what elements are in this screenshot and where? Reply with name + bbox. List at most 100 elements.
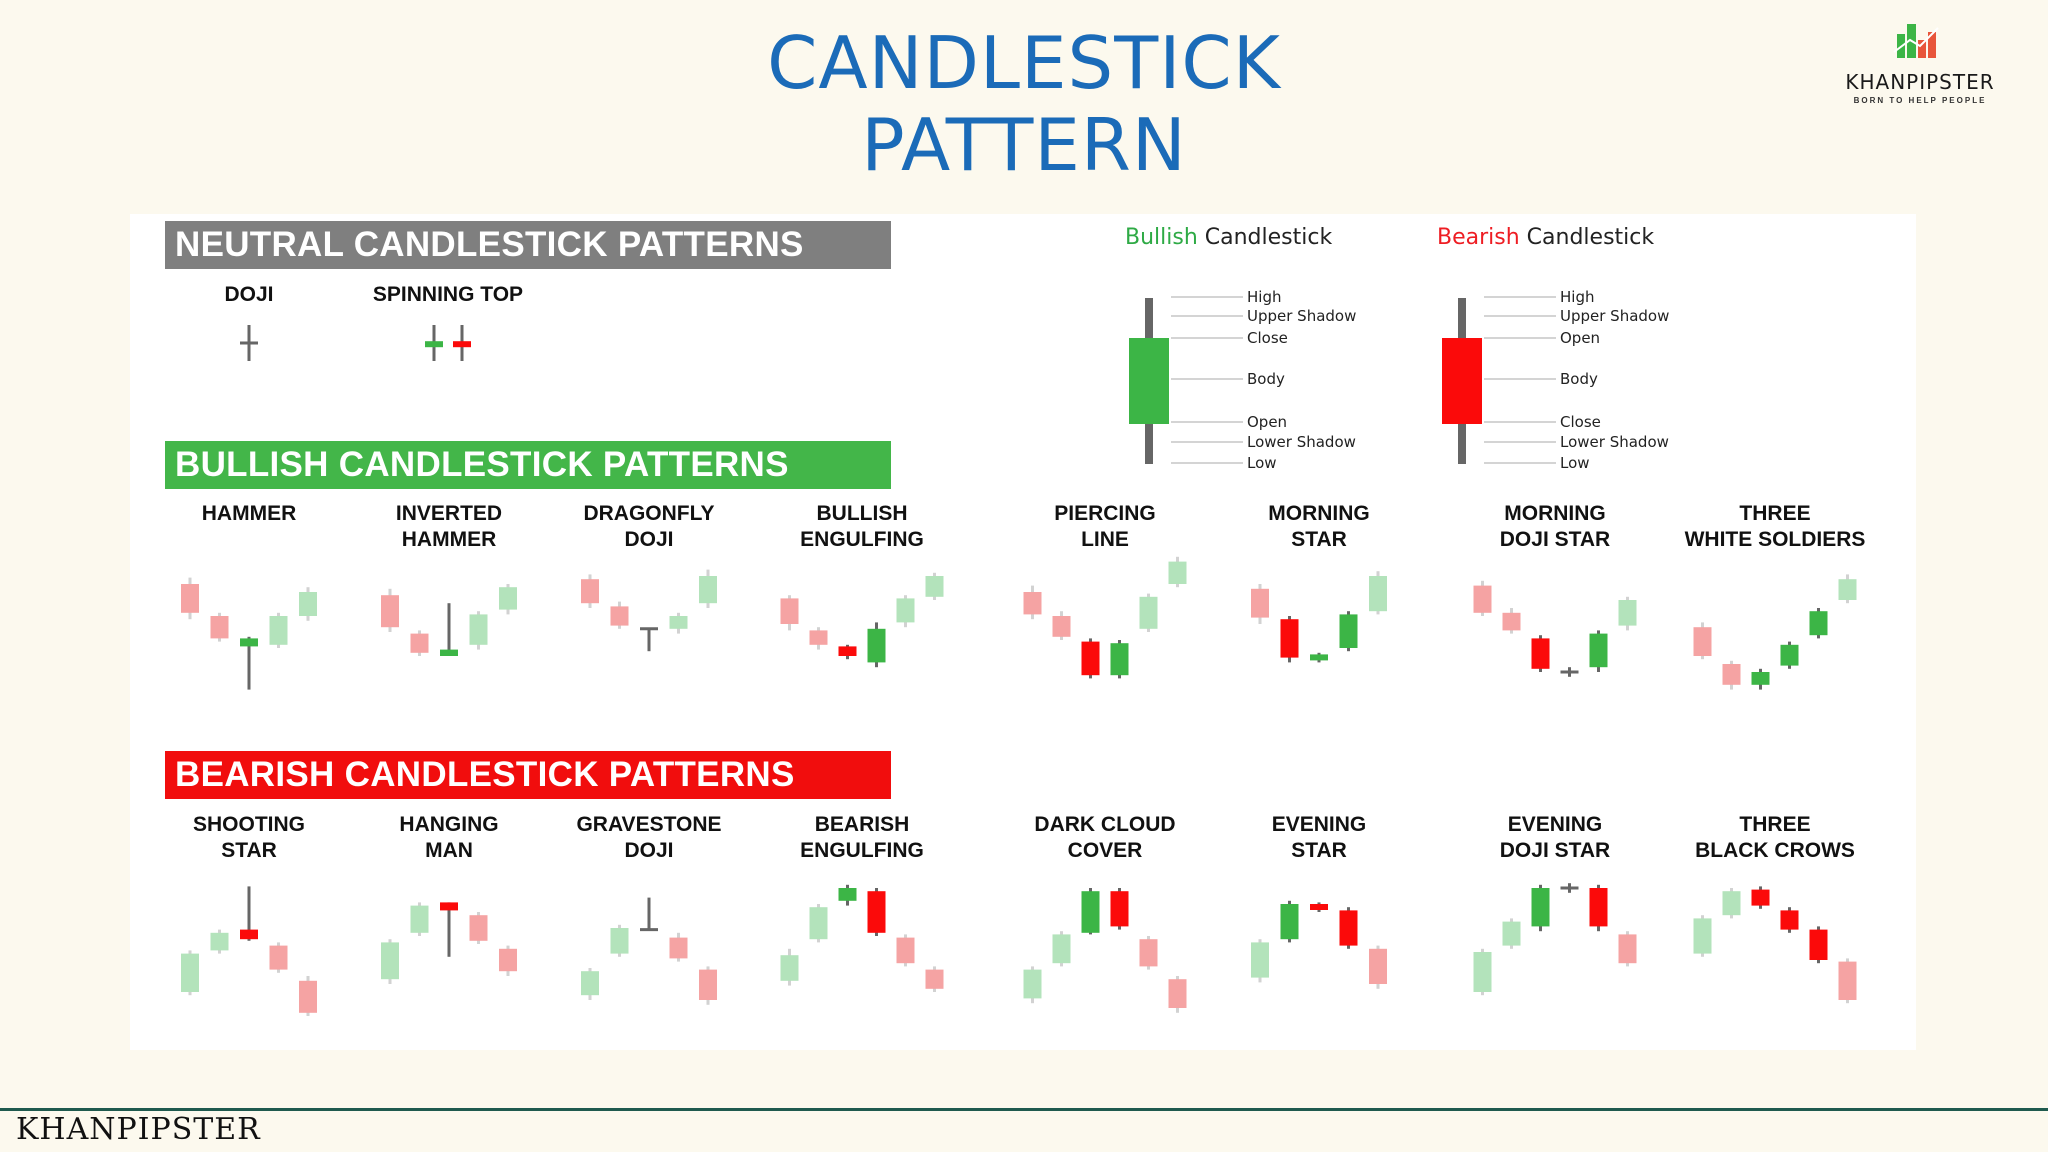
bullish-hammer-candle-3-body <box>240 638 258 647</box>
bearish-anatomy-body <box>1442 338 1482 424</box>
bearish-evening-star-candle-2-body <box>1280 904 1299 940</box>
bullish-dragonfly-doji-candle-4-body <box>669 616 688 629</box>
bearish-anatomy-label-high: High <box>1560 288 1595 306</box>
bearish-section-banner: BEARISH CANDLESTICK PATTERNS <box>165 751 891 799</box>
bullish-three-white-soldiers-candle-5-body <box>1809 611 1828 636</box>
bullish-hammer-candle-5-body <box>299 592 317 616</box>
neutral-section-banner: NEUTRAL CANDLESTICK PATTERNS <box>165 221 891 269</box>
page-title-line1: CANDLESTICK <box>767 21 1281 105</box>
neutral-spinning-top-label: SPINNING TOP <box>372 283 524 306</box>
bullish-bullish-engulfing-candle-5-body <box>896 598 915 623</box>
bullish-inverted-hammer-candle-2-body <box>410 633 429 653</box>
bearish-hanging-man-candle-2-body <box>410 905 429 933</box>
bearish-shooting-star-candle-3-body <box>240 929 258 940</box>
bullish-piercing-line-candle-2-body <box>1052 616 1071 637</box>
bullish-inverted-hammer-candle-5-body <box>499 587 517 610</box>
bearish-shooting-star-candle-4-body <box>269 945 288 970</box>
bearish-shooting-star-label: SHOOTING STAR <box>192 813 305 862</box>
bullish-dragonfly-doji-candle-5-body <box>699 576 717 604</box>
bearish-gravestone-doji-candle-1-body <box>581 971 599 996</box>
bearish-hanging-man-candle-3-body <box>440 902 458 911</box>
bullish-morning-doji-star-candle-1-body <box>1473 585 1492 613</box>
bearish-hanging-man-candle-1-body <box>381 942 399 980</box>
bullish-three-white-soldiers-candle-2-body <box>1722 664 1741 685</box>
bullish-legend-word: Bullish <box>1125 225 1198 250</box>
bearish-dark-cloud-cover-label: DARK CLOUD COVER <box>1034 813 1176 862</box>
bearish-bearish-engulfing-candle-4-body <box>867 891 886 933</box>
bearish-gravestone-doji-candle-4-body <box>669 937 688 959</box>
bearish-evening-doji-star-candle-3-body <box>1531 888 1550 927</box>
bullish-dragonfly-doji-candle-2-body <box>610 606 629 626</box>
bearish-dark-cloud-cover-candle-6-body <box>1168 979 1187 1008</box>
bearish-three-black-crows-candle-6-body <box>1838 961 1857 1000</box>
bullish-piercing-line-candle-3-body <box>1081 641 1100 676</box>
bullish-morning-doji-star-candle-3-body <box>1531 638 1550 669</box>
bearish-bearish-engulfing-candle-3-body <box>838 888 857 901</box>
bullish-morning-doji-star-candle-5-body <box>1589 633 1608 668</box>
bearish-dark-cloud-cover-candle-2-body <box>1052 934 1071 964</box>
bearish-three-black-crows-candle-2-body <box>1722 891 1741 916</box>
bearish-three-black-crows-candle-5-body <box>1809 929 1828 960</box>
bullish-inverted-hammer-candle-4-body <box>469 614 488 645</box>
bearish-anatomy-label-low: Low <box>1560 454 1590 472</box>
bearish-evening-doji-star-candle-6-body <box>1618 934 1637 964</box>
bearish-hanging-man-candle-5-body <box>499 948 517 972</box>
bearish-dark-cloud-cover-candle-5-body <box>1139 939 1158 967</box>
bearish-legend-word: Bearish <box>1437 225 1520 250</box>
bullish-morning-doji-star-candle-6-body <box>1618 600 1637 626</box>
bullish-morning-doji-star-label: MORNING DOJI STAR <box>1499 502 1611 551</box>
bullish-anatomy-label-lower-shadow: Lower Shadow <box>1247 433 1356 451</box>
bearish-bearish-engulfing-candle-2-body <box>809 907 828 940</box>
bearish-gravestone-doji-candle-5-body <box>699 969 717 1000</box>
neutral-doji-label: DOJI <box>224 283 274 306</box>
bullish-anatomy-label-high: High <box>1247 288 1282 306</box>
bullish-three-white-soldiers-candle-4-body <box>1780 644 1799 666</box>
bullish-piercing-line-candle-5-body <box>1139 596 1158 629</box>
bearish-anatomy-label-close: Close <box>1560 413 1601 431</box>
bullish-anatomy-label-body: Body <box>1247 370 1285 388</box>
bearish-anatomy-label-body: Body <box>1560 370 1598 388</box>
neutral-spinning-top-candle-1-body <box>425 341 443 348</box>
bullish-morning-doji-star-candle-2-body <box>1502 612 1521 631</box>
page-title: CANDLESTICK PATTERN <box>0 22 2048 186</box>
bearish-evening-doji-star-candle-1-body <box>1473 952 1492 992</box>
bullish-section-banner: BULLISH CANDLESTICK PATTERNS <box>165 441 891 489</box>
page-title-line2: PATTERN <box>861 103 1187 187</box>
bullish-three-white-soldiers-candle-3-body <box>1751 672 1770 685</box>
bullish-three-white-soldiers-candle-6-body <box>1838 579 1857 600</box>
bar-chart-logo-icon <box>1893 24 1939 58</box>
bearish-evening-doji-star-candle-2-body <box>1502 921 1521 946</box>
bullish-bullish-engulfing-candle-3-body <box>838 646 857 656</box>
logo-bar-4 <box>1928 32 1936 58</box>
logo-tagline: BORN TO HELP PEOPLE <box>1853 96 1987 105</box>
bearish-legend-rest: Candlestick <box>1519 225 1655 250</box>
bottom-divider <box>0 1108 2048 1111</box>
bullish-inverted-hammer-candle-1-body <box>381 595 399 628</box>
bullish-three-white-soldiers-candle-1-body <box>1693 627 1712 656</box>
bearish-evening-star-candle-1-body <box>1251 942 1269 978</box>
bullish-piercing-line-label: PIERCING LINE <box>1054 502 1156 551</box>
bearish-shooting-star-candle-1-body <box>181 953 199 992</box>
bearish-evening-doji-star-label: EVENING DOJI STAR <box>1499 813 1611 862</box>
bullish-bullish-engulfing-label: BULLISH ENGULFING <box>800 502 924 551</box>
bearish-legend-title: Bearish Candlestick <box>1437 225 1654 250</box>
bearish-evening-star-candle-4-body <box>1339 910 1358 946</box>
logo-bar-3 <box>1918 40 1926 58</box>
bullish-morning-star-candle-2-body <box>1280 619 1299 658</box>
bullish-hammer-candle-1-body <box>181 584 199 613</box>
bearish-three-black-crows-candle-3-body <box>1751 889 1770 906</box>
bearish-anatomy-label-upper-shadow: Upper Shadow <box>1560 307 1670 325</box>
bearish-bearish-engulfing-candle-6-body <box>925 969 944 989</box>
bullish-morning-star-candle-1-body <box>1251 588 1269 618</box>
bearish-anatomy-label-open: Open <box>1560 329 1601 347</box>
bullish-morning-star-candle-5-body <box>1369 576 1387 612</box>
bullish-anatomy-label-upper-shadow: Upper Shadow <box>1247 307 1357 325</box>
bearish-evening-star-candle-5-body <box>1369 948 1387 984</box>
bullish-bullish-engulfing-candle-4-body <box>867 628 886 663</box>
bearish-hanging-man-candle-4-body <box>469 915 488 941</box>
bearish-bearish-engulfing-candle-5-body <box>896 937 915 964</box>
bearish-bearish-engulfing-candle-1-body <box>780 955 799 981</box>
bullish-anatomy-body <box>1129 338 1169 424</box>
bearish-gravestone-doji-label: GRAVESTONE DOJI <box>576 813 722 862</box>
